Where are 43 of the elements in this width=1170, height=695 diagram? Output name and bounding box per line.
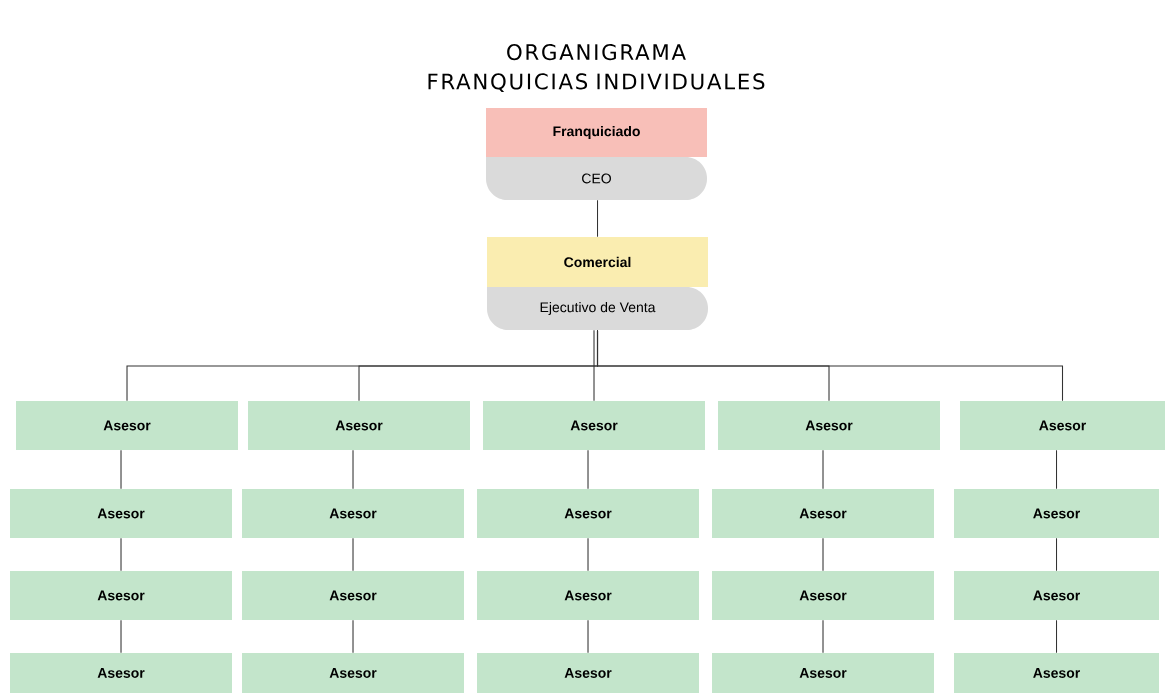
connector-line (1055, 449, 1058, 490)
position-box: Asesor (16, 401, 238, 450)
position-box: Asesor (242, 489, 464, 538)
position-box: Asesor (954, 571, 1159, 620)
connector-line (120, 449, 122, 490)
position-box: Asesor (248, 401, 470, 450)
node-label: CEO (582, 173, 611, 184)
position-box: Asesor (242, 571, 464, 620)
connector-line (587, 619, 589, 654)
connector-line (1055, 619, 1058, 654)
position-box: Asesor (718, 401, 940, 450)
position-box: Asesor (960, 401, 1165, 450)
connector-line (352, 537, 354, 572)
position-box: Asesor (712, 571, 934, 620)
connector-line (352, 619, 354, 654)
position-box: Asesor (477, 489, 699, 538)
position-box: Asesor (954, 489, 1159, 538)
connector-line (822, 537, 824, 572)
connector-line (1055, 537, 1058, 572)
node-label: Ejecutivo de Venta (540, 301, 656, 316)
position-box: Asesor (10, 571, 232, 620)
position-box: Asesor (477, 653, 699, 693)
title: ORGANIGRAMA FRANQUICIAS INDIVIDUALES (428, 44, 765, 92)
connector-line (596, 329, 1064, 402)
position-box: Asesor (712, 489, 934, 538)
position-box: Asesor (10, 489, 232, 538)
position-box: Asesor (477, 571, 699, 620)
connector-line (822, 449, 824, 490)
position-box: Asesor (483, 401, 705, 450)
connector-line (587, 537, 589, 572)
position-box: Asesor (954, 653, 1159, 693)
connector-line (587, 449, 589, 490)
connector-line (593, 329, 595, 402)
position-box: Asesor (242, 653, 464, 693)
position-box: Asesor (712, 653, 934, 693)
position-box: Asesor (10, 653, 232, 693)
connector-line (120, 537, 122, 572)
connector-line (596, 199, 599, 238)
connector-line (120, 619, 122, 654)
connector-line (352, 449, 354, 490)
role-card: Franquiciado CEO (486, 108, 707, 200)
role-card: Comercial Ejecutivo de Venta (487, 237, 708, 330)
connector-line (822, 619, 824, 654)
